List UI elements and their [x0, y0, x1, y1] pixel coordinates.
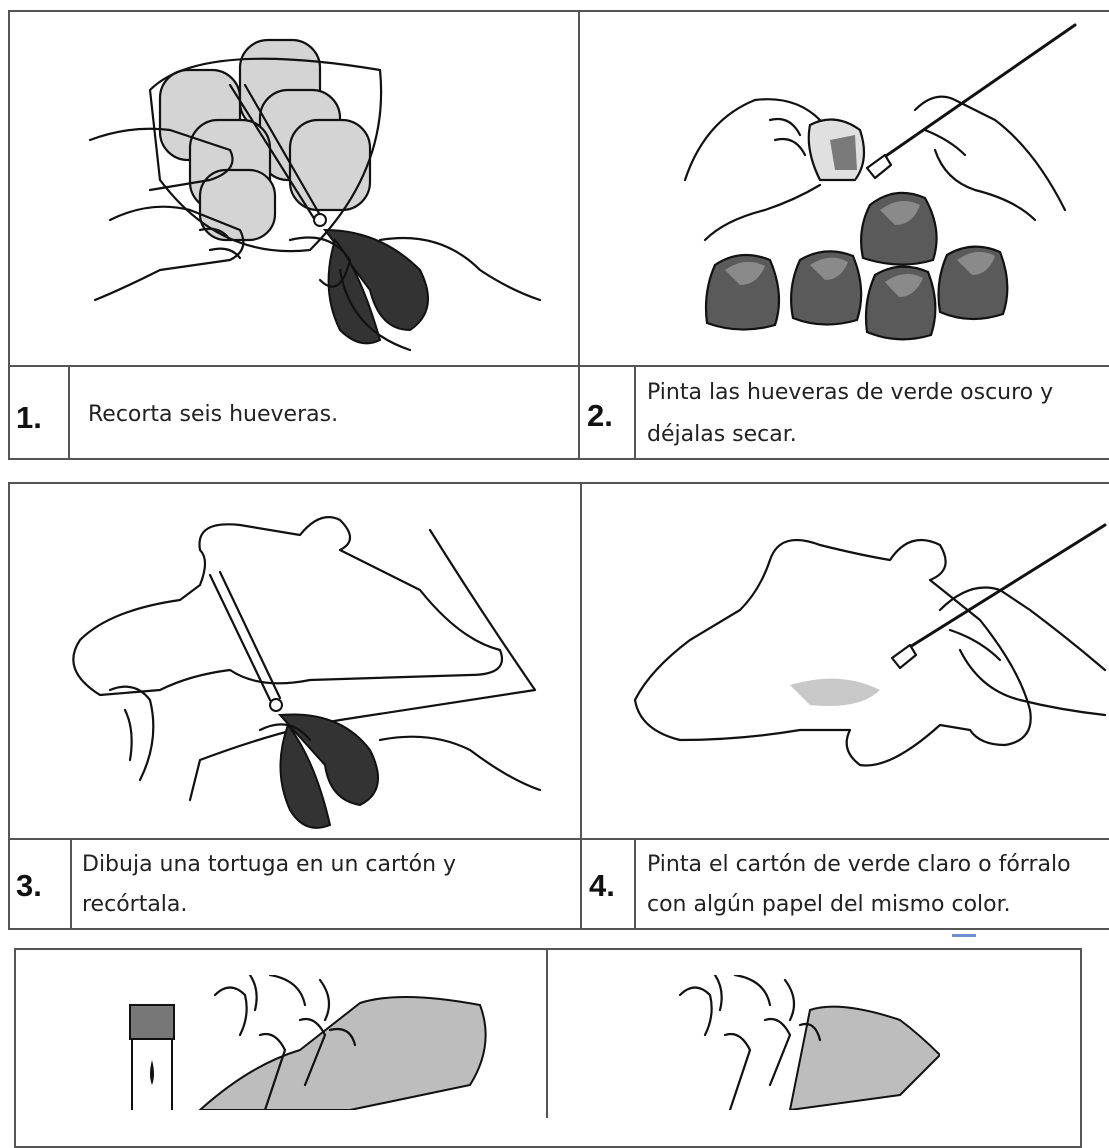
step-instruction-line: Dibuja una tortuga en un cartón y [82, 848, 572, 882]
table2-divider [580, 482, 582, 930]
step-number: 1. [16, 400, 42, 436]
glue-bottle-hands-illustration [100, 975, 520, 1110]
table2-row-divider [8, 838, 1109, 840]
step-instruction-line: Pinta las hueveras de verde oscuro y [647, 376, 1107, 410]
hands-fixing-paper-illustration [640, 975, 940, 1110]
table3-divider [546, 948, 548, 1118]
painting-turtle-cardboard-illustration [610, 500, 1109, 835]
step-instruction-line: déjalas secar. [647, 418, 1107, 452]
table1-divider [578, 10, 580, 460]
painting-egg-cups-illustration [595, 20, 1105, 360]
step-instruction-line: recórtala. [82, 888, 572, 922]
table2-num-divider-2 [634, 838, 636, 930]
cutting-egg-carton-illustration [80, 30, 550, 360]
step-instruction-line: Pinta el cartón de verde claro o fórralo [647, 848, 1109, 882]
step-number: 4. [589, 868, 615, 904]
cutting-turtle-cardboard-illustration [40, 500, 570, 835]
step-instruction-line: con algún papel del mismo color. [647, 888, 1109, 922]
step-number: 3. [16, 868, 42, 904]
table1-num-divider-2 [634, 365, 636, 460]
step-number: 2. [587, 398, 613, 434]
table2-num-divider-1 [70, 838, 72, 930]
table1-num-divider-1 [68, 365, 70, 460]
table1-row-divider [8, 365, 1109, 367]
cursor-marker [952, 934, 976, 937]
step-instruction: Recorta seis hueveras. [88, 398, 568, 432]
